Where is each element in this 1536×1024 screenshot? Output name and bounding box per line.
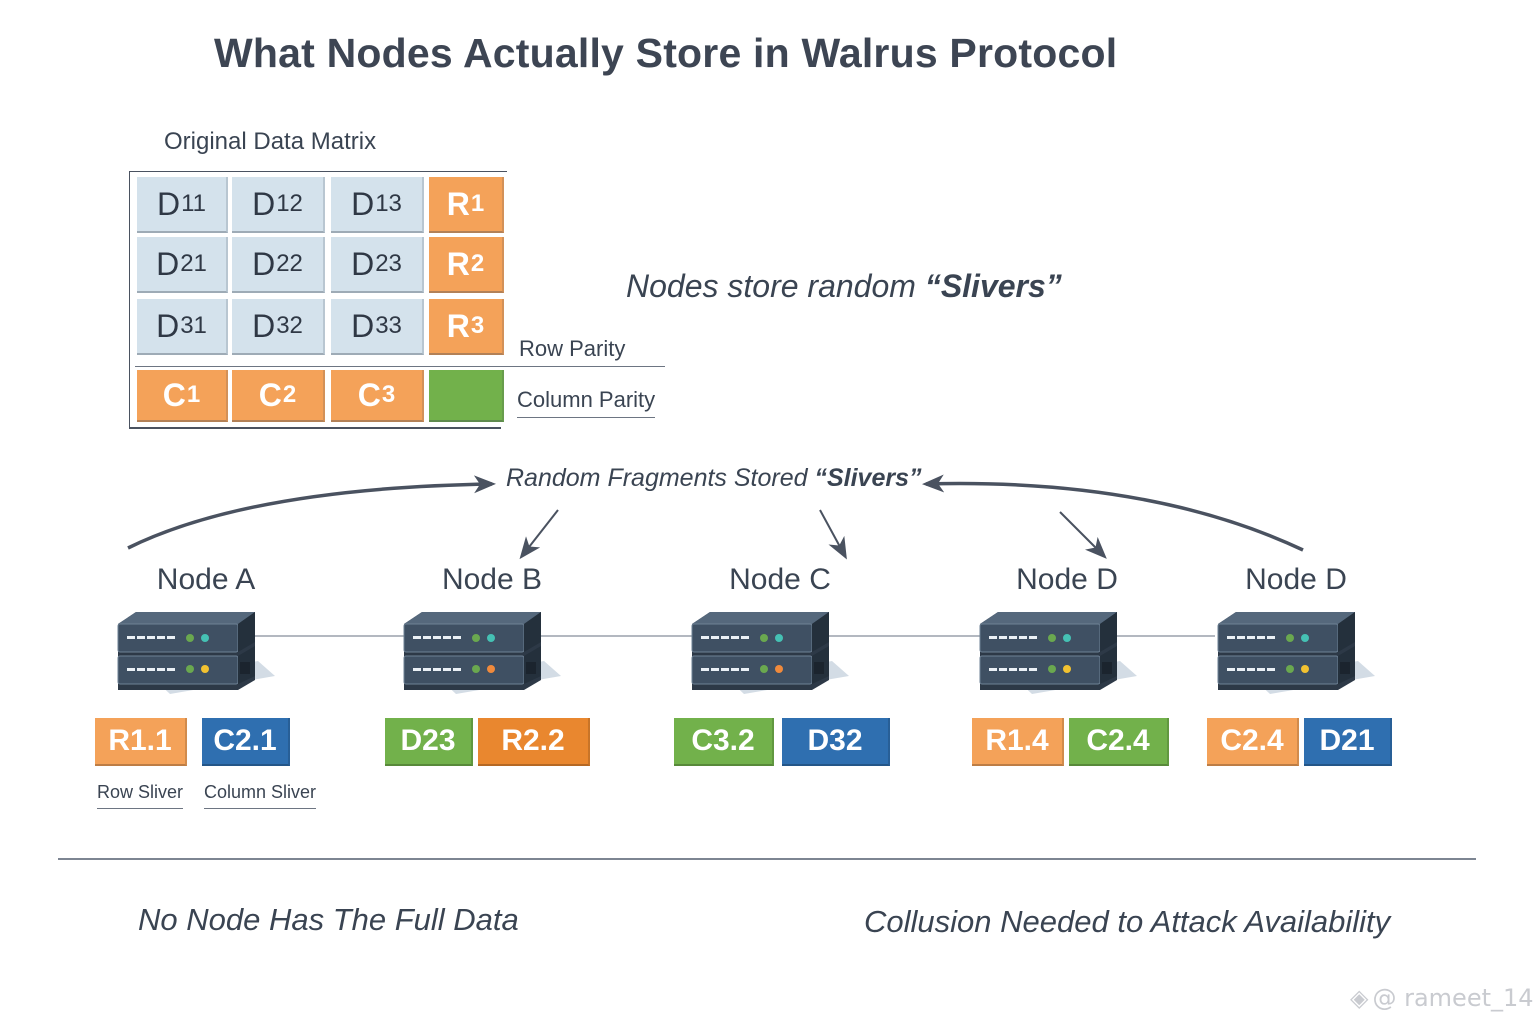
cell-subscript: 31 — [180, 312, 207, 339]
cell-subscript: 1 — [186, 381, 201, 408]
server-icon — [691, 612, 849, 694]
server-icon — [1217, 612, 1375, 694]
column-sliver-legend: Column Sliver — [204, 782, 317, 809]
diamond-logo-icon: ◈ — [1350, 984, 1369, 1012]
cell-subscript: 13 — [375, 190, 402, 217]
matrix-frame-bottom — [129, 427, 501, 429]
cell-subscript: 3 — [381, 381, 396, 408]
sliver-block: C2.4 — [1069, 718, 1169, 766]
parity-corner-cell — [429, 370, 504, 422]
cell-subscript: 3 — [470, 312, 485, 339]
fragments-text: Random Fragments Stored — [506, 464, 815, 492]
arrow-to-node-c — [819, 509, 847, 560]
server-icon — [117, 612, 275, 694]
callout-text: Nodes store random — [626, 268, 925, 304]
sliver-block: R1.1 — [95, 718, 187, 766]
node-label: Node A — [156, 563, 256, 596]
cell-symbol: C — [258, 376, 282, 413]
cell-symbol: D — [252, 185, 276, 222]
cell-subscript: 2 — [470, 250, 485, 277]
sliver-block: C2.1 — [202, 718, 290, 766]
server-icon — [979, 612, 1137, 694]
curve-arrow-right — [922, 474, 1304, 552]
cell-subscript: 11 — [181, 190, 207, 217]
matrix-label: Original Data Matrix — [164, 128, 377, 155]
divider — [58, 858, 1476, 860]
callout-emphasis: “Slivers” — [924, 268, 1062, 304]
cell-symbol: D — [156, 245, 180, 282]
cell-subscript: 23 — [375, 250, 402, 277]
curve-arrow-left — [127, 475, 496, 550]
node-label: Node D — [1016, 563, 1118, 596]
cell-subscript: 2 — [282, 381, 297, 408]
sliver-block: D23 — [385, 718, 473, 766]
cell-symbol: D — [156, 185, 181, 222]
fragments-label: Random Fragments Stored “Slivers” — [506, 464, 922, 493]
arrow-to-node-d — [1059, 511, 1107, 559]
node-label: Node B — [441, 563, 543, 596]
cell-symbol: R — [446, 245, 470, 282]
cell-symbol: D — [156, 307, 180, 344]
page-title: What Nodes Actually Store in Walrus Prot… — [214, 30, 1118, 76]
cell-symbol: R — [446, 185, 470, 222]
cell-symbol: D — [351, 185, 375, 222]
footer-right-caption: Collusion Needed to Attack Availability — [864, 904, 1391, 939]
sliver-block: C3.2 — [674, 718, 774, 766]
sliver-block: D32 — [782, 718, 890, 766]
row-parity-label: Row Parity — [519, 336, 626, 367]
cell-symbol: C — [162, 376, 186, 413]
cell-symbol: D — [252, 245, 276, 282]
matrix-frame — [129, 171, 507, 429]
arrow-to-node-b — [519, 509, 559, 560]
watermark: ◈ @ rameet_14 — [1350, 984, 1534, 1012]
sliver-block: D21 — [1304, 718, 1392, 766]
cell-symbol: D — [252, 307, 276, 344]
row-sliver-legend: Row Sliver — [97, 782, 184, 809]
footer-left-caption: No Node Has The Full Data — [138, 902, 519, 937]
cell-subscript: 33 — [375, 312, 402, 339]
node-label: Node D — [1245, 563, 1347, 596]
fragments-emphasis: “Slivers” — [814, 464, 922, 492]
slivers-callout: Nodes store random “Slivers” — [626, 268, 1062, 305]
cell-symbol: D — [351, 245, 375, 282]
node-label: Node C — [729, 563, 831, 596]
cell-subscript: 1 — [470, 190, 485, 217]
cell-subscript: 22 — [276, 250, 303, 277]
sliver-block: C2.4 — [1207, 718, 1299, 766]
cell-symbol: R — [446, 307, 470, 344]
cell-subscript: 21 — [180, 250, 207, 277]
column-parity-label: Column Parity — [517, 387, 656, 418]
cell-symbol: C — [357, 376, 381, 413]
cell-symbol: D — [351, 307, 375, 344]
sliver-block: R2.2 — [478, 718, 590, 766]
server-icon — [403, 612, 561, 694]
cell-subscript: 32 — [276, 312, 303, 339]
cell-subscript: 12 — [276, 190, 303, 217]
matrix-separator — [135, 366, 665, 367]
watermark-text: @ rameet_14 — [1372, 984, 1534, 1012]
sliver-block: R1.4 — [972, 718, 1064, 766]
